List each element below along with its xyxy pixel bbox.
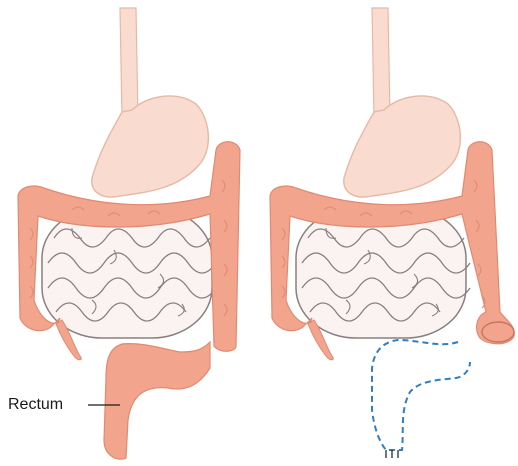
panel-before <box>18 8 240 459</box>
small-intestine-left <box>42 208 216 338</box>
rectum <box>104 342 210 459</box>
stomach-left <box>92 96 209 197</box>
stoma <box>482 322 514 342</box>
panel-after <box>270 8 514 458</box>
stomach-right <box>344 96 461 197</box>
anal-stitches <box>386 450 398 458</box>
small-intestine-right <box>296 208 470 338</box>
rectum-label: Rectum <box>8 396 63 414</box>
removed-rectum-outline <box>372 340 470 450</box>
